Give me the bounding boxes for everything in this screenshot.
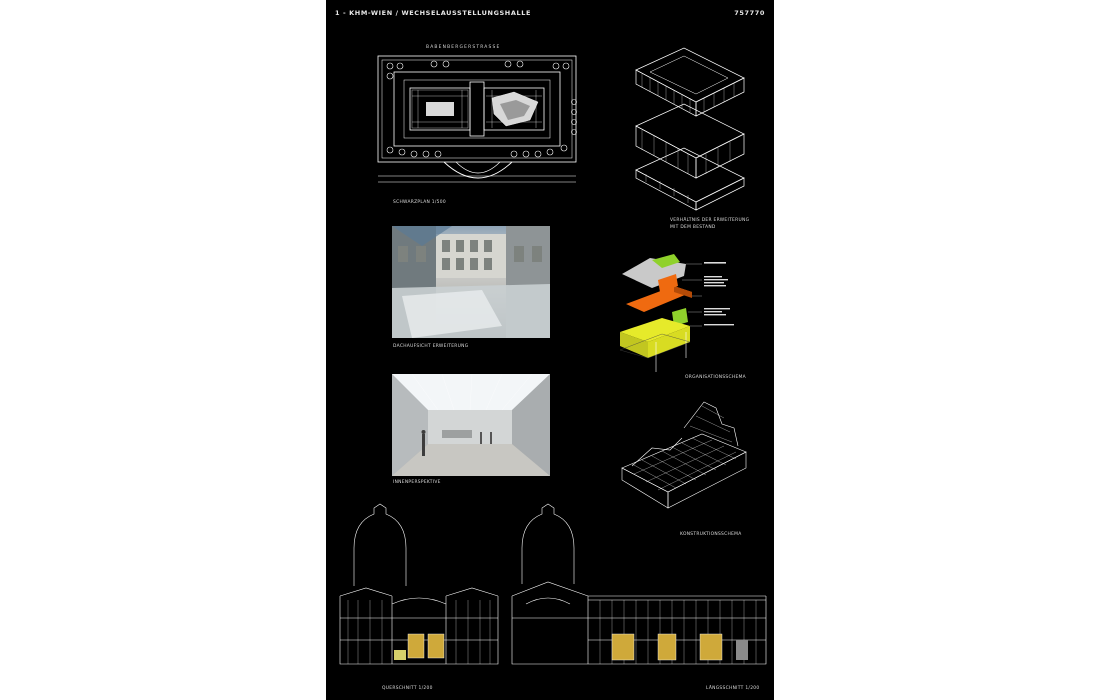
roof-view-caption: DACHAUFSICHT ERWEITERUNG — [393, 344, 469, 349]
roof-view-render — [392, 226, 550, 338]
exploded-axo-caption-line2: MIT DEM BESTAND — [670, 225, 716, 230]
construction-schema-drawing — [612, 398, 752, 524]
poster-code: 757770 — [734, 9, 765, 17]
site-plan-caption: SCHWARZPLAN 1/500 — [393, 200, 446, 205]
construction-schema-caption: KONSTRUKTIONSSCHEMA — [680, 532, 742, 537]
longitudinal-section-drawing — [508, 500, 770, 668]
site-plan-drawing: BABENBERGERSTRASSE — [374, 42, 582, 194]
interior-perspective-render — [392, 374, 550, 476]
organisation-schema-diagram — [616, 246, 746, 378]
longitudinal-section-caption: LÄNGSSCHNITT 1/200 — [706, 686, 760, 691]
site-plan-street-label: BABENBERGERSTRASSE — [426, 45, 501, 50]
poster: 1 - KHM-WIEN / WECHSELAUSSTELLUNGSHALLE … — [326, 0, 774, 700]
exploded-axo-caption-line1: VERHÄLTNIS DER ERWEITERUNG — [670, 218, 750, 223]
poster-title: 1 - KHM-WIEN / WECHSELAUSSTELLUNGSHALLE — [335, 9, 531, 17]
exploded-axo-drawing — [626, 44, 750, 214]
cross-section-caption: QUERSCHNITT 1/200 — [382, 686, 433, 691]
organisation-schema-caption: ORGANISATIONSSCHEMA — [685, 375, 746, 380]
cross-section-drawing — [336, 500, 502, 668]
interior-perspective-caption: INNENPERSPEKTIVE — [393, 480, 441, 485]
